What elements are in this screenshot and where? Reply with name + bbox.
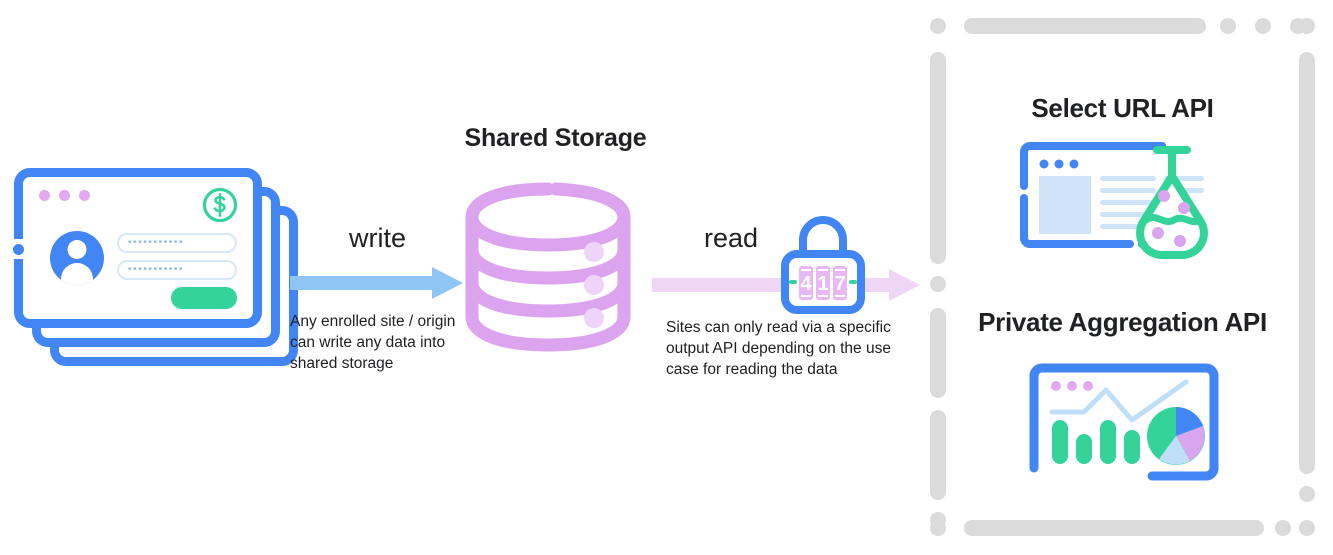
- panel-decor-bar-bottom: [964, 520, 1264, 536]
- write-caption: Any enrolled site / origin can write any…: [290, 313, 456, 372]
- select-url-api-title: Select URL API: [1031, 93, 1214, 123]
- write-label: write: [348, 223, 406, 253]
- avatar: [50, 231, 104, 285]
- panel-decor-bar-left-1: [930, 52, 946, 264]
- private-aggregation-api-title: Private Aggregation API: [978, 307, 1267, 337]
- panel-decor-bar-left-2: [930, 308, 946, 398]
- panel-decor-bar-left-3: [930, 410, 946, 500]
- read-label: read: [704, 223, 759, 253]
- svg-text:7: 7: [834, 273, 845, 295]
- write-flow: write Any enrolled site / origin can wri…: [290, 225, 465, 375]
- svg-text:1: 1: [817, 273, 828, 295]
- panel-decor-dot-top-3: [1255, 18, 1271, 34]
- panel-decor-dot-top-2: [1220, 18, 1236, 34]
- output-apis-panel: Select URL API: [920, 10, 1325, 546]
- panel-decor-dot-top-1: [930, 18, 946, 34]
- panel-decor-dot-right-3: [1299, 520, 1315, 536]
- panel-decor-bar-right: [1299, 52, 1315, 474]
- card-edge-dot: [13, 244, 24, 255]
- svg-text:4: 4: [800, 273, 812, 295]
- enrolled-site-cards: ••••••••••• •••••••••••: [12, 168, 306, 368]
- password-field[interactable]: •••••••••••: [117, 260, 237, 280]
- read-caption: Sites can only read via a specific outpu…: [666, 319, 891, 378]
- username-field[interactable]: •••••••••••: [117, 233, 237, 253]
- shared-storage-group: Shared Storage: [448, 124, 663, 377]
- window-dot-3: [79, 190, 90, 201]
- panel-decor-dot-right-1: [1299, 18, 1315, 34]
- panel-decor-dot-bottom-1: [930, 520, 946, 536]
- database-cylinder-icon: [448, 167, 663, 377]
- window-controls: [39, 190, 90, 201]
- browser-with-flask-icon: [1012, 138, 1227, 259]
- avatar-body: [61, 263, 93, 285]
- window-dot-1: [39, 190, 50, 201]
- window-dot-2: [59, 190, 70, 201]
- panel-decor-dot-left-1: [930, 276, 946, 292]
- panel-decor-dot-bottom-2: [1275, 520, 1291, 536]
- panel-decor-bar-top: [964, 18, 1206, 34]
- analytics-dashboard-icon: [1024, 360, 1224, 490]
- site-card-front: ••••••••••• •••••••••••: [12, 168, 262, 328]
- login-button[interactable]: [171, 287, 237, 309]
- combination-padlock-icon: 4 1 7: [777, 210, 869, 315]
- avatar-head: [67, 240, 87, 259]
- page-title: Shared Storage: [464, 124, 647, 152]
- write-arrow: [290, 266, 465, 300]
- dollar-circle-icon: [201, 186, 239, 224]
- panel-decor-dot-right-2: [1299, 486, 1315, 502]
